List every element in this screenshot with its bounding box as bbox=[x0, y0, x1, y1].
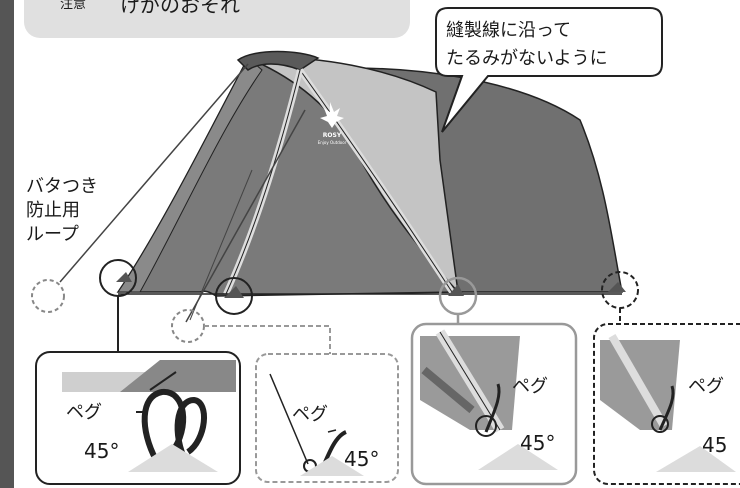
caution-box: 注意 けがのおそれ bbox=[24, 0, 410, 38]
connector-inset-2 bbox=[204, 325, 331, 354]
logo-tagline: Enjoy Outdoor bbox=[318, 140, 347, 145]
inset-3: ペグ 45° bbox=[410, 322, 578, 486]
corner-pad-left bbox=[116, 272, 132, 282]
tent-rear-body bbox=[297, 67, 623, 293]
loop-peg-marker bbox=[31, 279, 65, 313]
inset-4-peg-label: ペグ bbox=[688, 376, 724, 397]
inset-2-angle: 45° bbox=[344, 447, 379, 471]
inset-4-angle: 45 bbox=[702, 433, 727, 457]
corner-marker-center-left bbox=[215, 277, 253, 315]
callout-line-2: たるみがないように bbox=[446, 48, 608, 69]
left-margin-bar bbox=[0, 0, 14, 488]
loop-label-line-1: バタつき bbox=[26, 176, 98, 197]
logo-brand: ROSY bbox=[323, 132, 342, 139]
ground-angle-wedge bbox=[128, 444, 218, 472]
ground-angle-wedge-3 bbox=[478, 444, 558, 470]
inset-3-peg-label: ペグ bbox=[512, 376, 548, 397]
inset-2-peg-label: ペグ bbox=[292, 404, 328, 425]
callout-line-1: 縫製線に沿って bbox=[446, 20, 571, 41]
caution-label: 注意 bbox=[60, 0, 86, 12]
guy-line-front bbox=[185, 109, 306, 323]
tent-logo: ROSY Enjoy Outdoor bbox=[318, 102, 347, 145]
tent: ROSY Enjoy Outdoor bbox=[59, 50, 626, 323]
ground-angle-wedge-4 bbox=[656, 446, 736, 472]
tent-ridge bbox=[236, 50, 320, 71]
inset-1-peg-label: ペグ bbox=[66, 402, 102, 423]
corner-pad-right bbox=[608, 282, 626, 292]
ground-angle-wedge-2 bbox=[300, 456, 364, 476]
inset-4: ペグ 45 bbox=[593, 323, 740, 485]
loop-label-line-2: 防止用 bbox=[26, 200, 80, 221]
loop-label-line-3: ループ bbox=[26, 224, 79, 245]
inset-2: ペグ 45° bbox=[255, 353, 399, 483]
caution-text: けがのおそれ bbox=[120, 0, 240, 17]
inset-1-angle: 45° bbox=[84, 439, 119, 463]
ring-icon-4 bbox=[651, 415, 669, 433]
maple-leaf-icon bbox=[320, 102, 344, 128]
guy-peg-marker bbox=[171, 309, 205, 343]
corner-pad-center-left bbox=[224, 286, 244, 298]
callout-bubble: 縫製線に沿って たるみがないように bbox=[435, 7, 663, 133]
peg-hook-icon bbox=[141, 389, 187, 462]
pole-sleeve-front-outline bbox=[299, 69, 453, 293]
ring-icon bbox=[475, 415, 497, 437]
loop-label: バタつき 防止用 ループ bbox=[26, 176, 98, 245]
corner-pad-center-right bbox=[448, 284, 464, 296]
pole-sleeve-left-outline bbox=[225, 69, 301, 295]
inset-1: ペグ 45° bbox=[35, 351, 241, 485]
guy-line-left bbox=[59, 63, 249, 283]
guy-line-front-2 bbox=[189, 169, 253, 321]
tent-corner-cloth bbox=[120, 360, 236, 392]
inset-3-angle: 45° bbox=[520, 431, 555, 455]
